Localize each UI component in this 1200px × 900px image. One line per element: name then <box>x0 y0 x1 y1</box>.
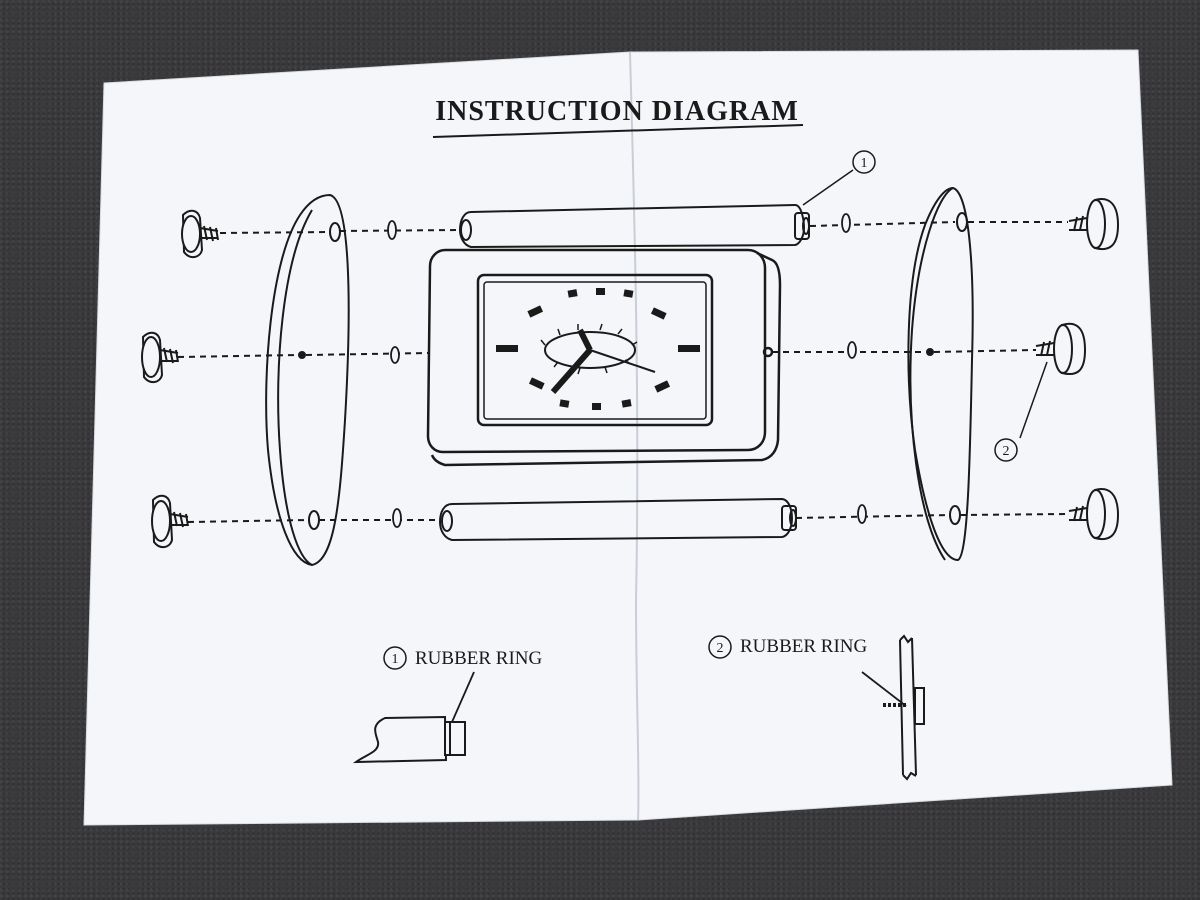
top-rod <box>458 203 810 249</box>
clock-body <box>426 248 782 467</box>
screw-left-bottom <box>151 494 189 548</box>
callout-2-pointer: 2 <box>994 361 1048 462</box>
washers <box>387 213 867 528</box>
detail-1-label: RUBBER RING <box>415 648 542 669</box>
clock-dial <box>496 288 700 410</box>
svg-text:2: 2 <box>1003 444 1010 459</box>
diagram-title: INSTRUCTION DIAGRAM <box>435 96 799 127</box>
paper-fold-crease <box>629 51 640 821</box>
screw-right-top <box>1068 198 1120 250</box>
callout-1-pointer: 1 <box>802 150 876 206</box>
svg-text:1: 1 <box>861 156 868 171</box>
svg-text:1: 1 <box>392 652 399 667</box>
screw-right-bottom <box>1068 488 1120 540</box>
detail-2: 2 RUBBER RING <box>708 634 925 781</box>
paper-sheet <box>83 49 1173 826</box>
clock-hands <box>540 323 656 394</box>
detail-2-panel-section <box>883 634 925 781</box>
detail-2-label: RUBBER RING <box>740 636 867 657</box>
detail-1-rod-end <box>352 715 466 764</box>
svg-text:2: 2 <box>717 641 724 656</box>
title-underline <box>432 124 804 138</box>
screw-right-middle <box>1035 322 1087 375</box>
assembly-guide-lines <box>177 221 1069 523</box>
screw-left-middle <box>141 331 179 383</box>
detail-1: 1 RUBBER RING <box>352 646 542 764</box>
screw-left-top <box>181 209 219 258</box>
